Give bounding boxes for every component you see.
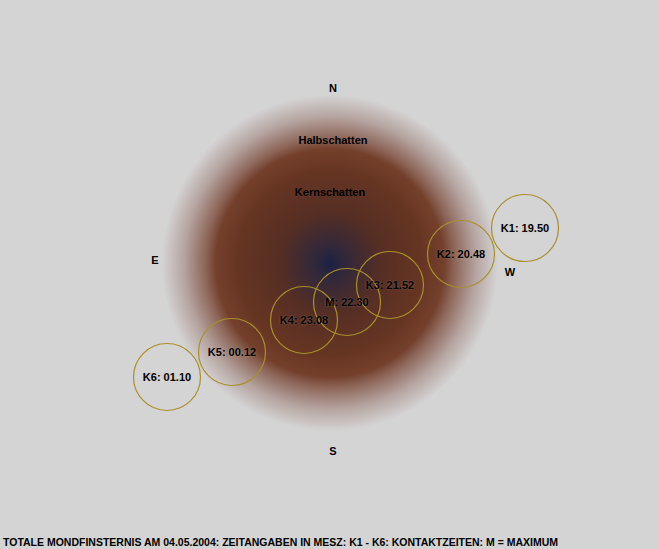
compass-west: W <box>505 266 515 278</box>
contact-time: K5: 00.12 <box>208 346 256 358</box>
contact-time: K1: 19.50 <box>501 222 549 234</box>
compass-south: S <box>329 445 336 457</box>
umbra-label: Kernschatten <box>295 186 365 198</box>
compass-north: N <box>329 82 337 94</box>
caption: TOTALE MONDFINSTERNIS AM 04.05.2004: ZEI… <box>3 536 558 548</box>
penumbra <box>162 95 498 431</box>
moon-position: K3: 21.52 <box>356 251 424 319</box>
contact-time: K6: 01.10 <box>143 371 191 383</box>
contact-time: K4: 23.08 <box>280 314 328 326</box>
contact-time: K3: 21.52 <box>366 279 414 291</box>
moon-position: K1: 19.50 <box>491 194 559 262</box>
contact-time: K2: 20.48 <box>437 248 485 260</box>
compass-east: E <box>151 254 158 266</box>
penumbra-label: Halbschatten <box>298 134 367 146</box>
contact-time: M: 22.30 <box>325 296 368 308</box>
moon-position: K5: 00.12 <box>198 318 266 386</box>
moon-position: K2: 20.48 <box>427 220 495 288</box>
moon-position: K6: 01.10 <box>133 343 201 411</box>
